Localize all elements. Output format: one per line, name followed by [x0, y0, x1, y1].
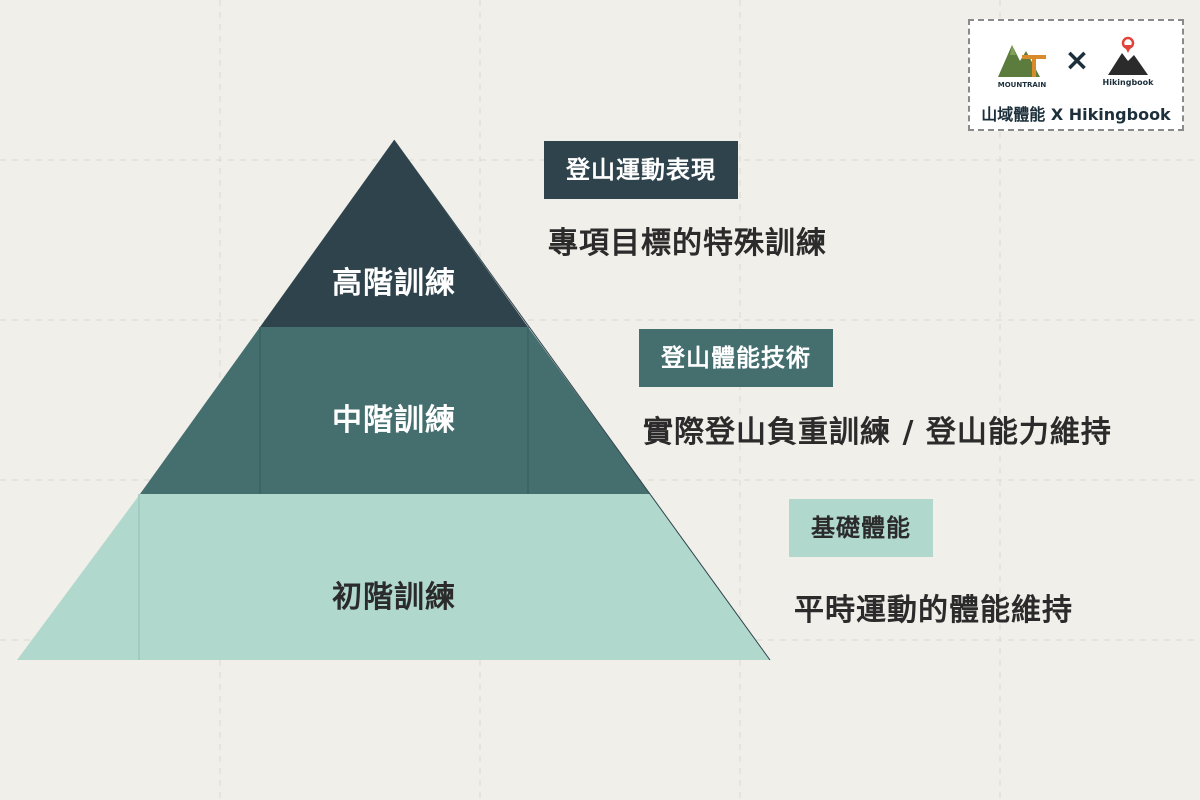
pyramid-level-base: [17, 494, 770, 660]
svg-text:Hikingbook: Hikingbook: [1103, 78, 1155, 87]
tier-label-beginner: 初階訓練: [332, 580, 456, 615]
hikingbook-logo: Hikingbook: [1098, 31, 1158, 91]
pyramid-right-edge: [393, 139, 771, 661]
svg-text:MOUNTRAIN: MOUNTRAIN: [998, 81, 1047, 89]
pyramid-level-middle: [140, 327, 650, 494]
brand-caption: 山域體能 X Hikingbook: [981, 105, 1171, 124]
callout-desc-technique: 實際登山負重訓練 / 登山能力維持: [643, 415, 1112, 450]
brand-separator: ×: [1064, 43, 1090, 78]
callout-desc-basic: 平時運動的體能維持: [794, 593, 1073, 628]
mountrain-mountain-icon: MOUNTRAIN: [998, 45, 1047, 89]
brand-logo-box: MOUNTRAIN × Hikingbook 山域體能 X Hikingbook: [968, 19, 1184, 131]
hikingbook-pin-icon: Hikingbook: [1103, 36, 1155, 87]
callout-tag-basic: 基礎體能: [789, 499, 933, 557]
callout-tag-technique: 登山體能技術: [639, 329, 833, 387]
mountrain-logo: MOUNTRAIN: [992, 31, 1052, 91]
tier-label-advanced: 高階訓練: [332, 266, 456, 301]
tier-label-intermediate: 中階訓練: [332, 403, 456, 438]
callout-desc-performance: 專項目標的特殊訓練: [548, 226, 827, 261]
pyramid-level-top: [260, 140, 528, 327]
callout-tag-performance: 登山運動表現: [544, 141, 738, 199]
